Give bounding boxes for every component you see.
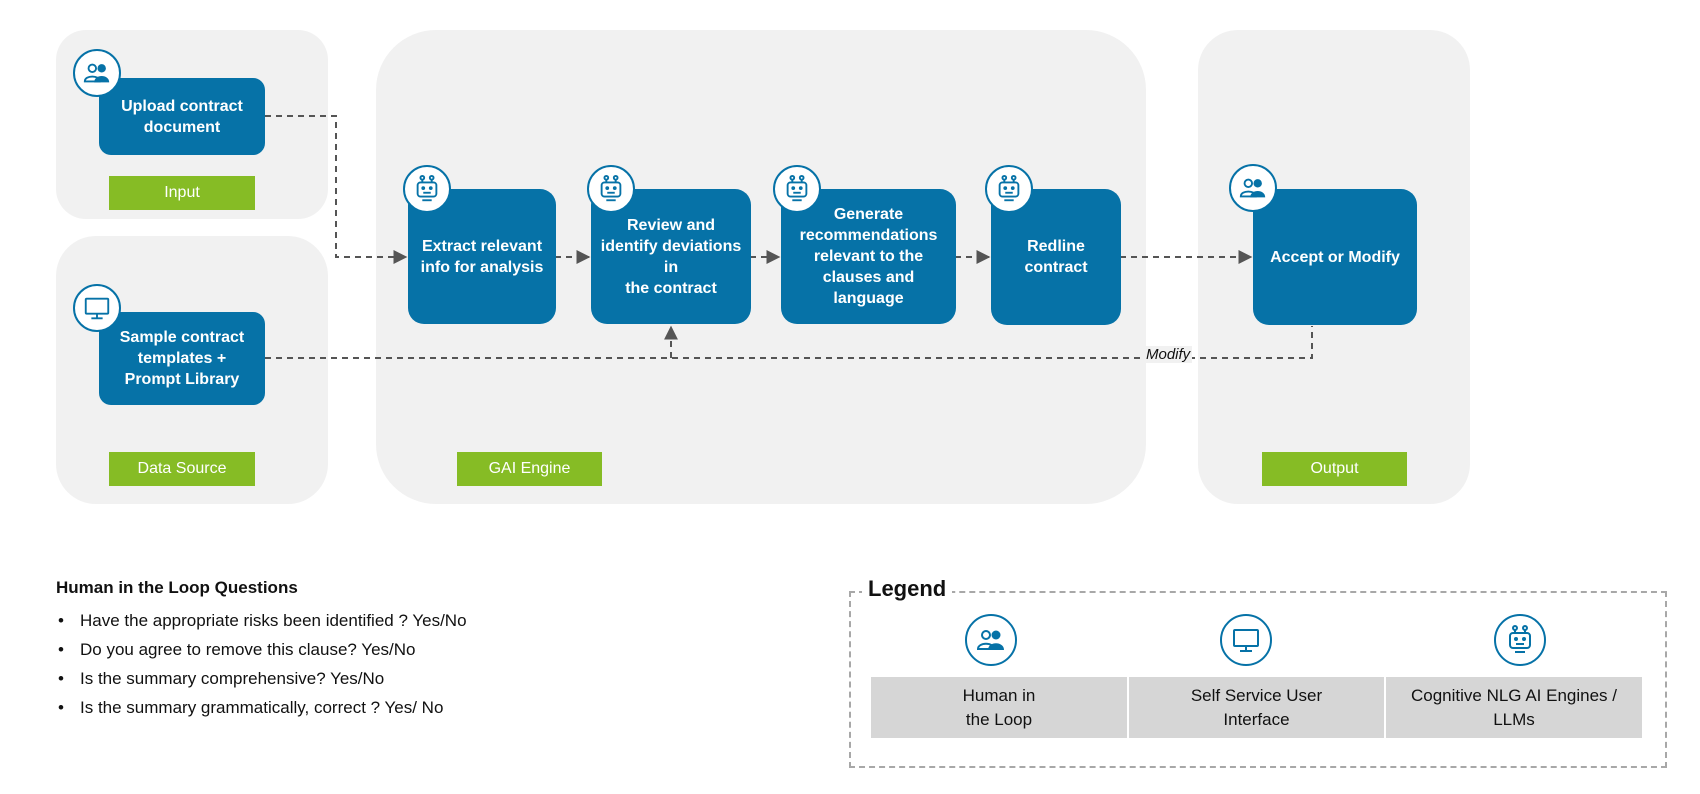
robot-icon (773, 165, 821, 213)
arrow-upload-to-extract (265, 115, 408, 264)
accept-or-modify-step: Accept or Modify (1253, 189, 1417, 325)
line-sample-to-modify (265, 326, 1313, 359)
upload-contract-step: Upload contract document (99, 78, 265, 155)
gai-engine-lane-tag: GAI Engine (457, 452, 602, 486)
legend-title: Legend (862, 576, 953, 602)
legend-box (849, 591, 1667, 768)
input-lane-tag: Input (109, 176, 255, 210)
people-icon (1229, 164, 1277, 212)
hitl-question: Is the summary grammatically, correct ? … (56, 693, 467, 722)
monitor-icon (1220, 614, 1272, 666)
sample-templates-step: Sample contract templates + Prompt Libra… (99, 312, 265, 405)
robot-icon (1494, 614, 1546, 666)
robot-icon (587, 165, 635, 213)
hitl-question: Have the appropriate risks been identifi… (56, 606, 467, 635)
hitl-question: Is the summary comprehensive? Yes/No (56, 664, 467, 693)
legend-cognitive-engines-label: Cognitive NLG AI Engines / LLMs (1386, 677, 1642, 738)
legend-human-in-loop-label: Human in the Loop (871, 677, 1127, 738)
monitor-icon (73, 284, 121, 332)
legend-self-service-label: Self Service User Interface (1129, 677, 1384, 738)
modify-label: Modify (1144, 346, 1193, 363)
hitl-questions-list: Have the appropriate risks been identifi… (56, 606, 467, 722)
output-lane-tag: Output (1262, 452, 1407, 486)
people-icon (73, 49, 121, 97)
hitl-questions-title: Human in the Loop Questions (56, 578, 298, 597)
data-source-lane-tag: Data Source (109, 452, 255, 486)
robot-icon (403, 165, 451, 213)
robot-icon (985, 165, 1033, 213)
hitl-question: Do you agree to remove this clause? Yes/… (56, 635, 467, 664)
people-icon (965, 614, 1017, 666)
generate-recommendations-step: Generate recommendations relevant to the… (781, 189, 956, 324)
